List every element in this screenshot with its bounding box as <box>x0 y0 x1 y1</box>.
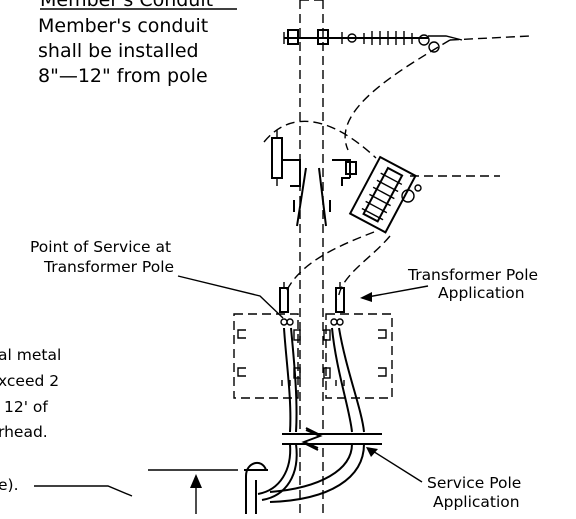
left-note-line-1: al metal <box>0 346 61 364</box>
left-note-leader <box>34 485 133 497</box>
left-note-line-2: xceed 2 <box>0 372 59 390</box>
height-dimension <box>148 469 238 514</box>
left-note-line-3: 12' of <box>4 398 48 416</box>
transformer-right <box>323 282 393 399</box>
crossarm-braces <box>293 167 331 227</box>
left-cut-note: al metal xceed 2 12' of rhead. e). <box>0 346 133 497</box>
point-of-service-line-2: Transformer Pole <box>43 258 174 276</box>
point-of-service-line-1: Point of Service at <box>30 238 171 256</box>
point-of-service-leader <box>177 275 284 319</box>
conduit-note: Member's Conduit Member's conduit shall … <box>38 0 237 87</box>
left-note-line-4: rhead. <box>0 423 48 441</box>
insulator-clamp <box>287 29 299 45</box>
utility-pole <box>282 0 382 514</box>
point-of-service-label: Point of Service at Transformer Pole <box>30 238 284 319</box>
leader-arrowhead <box>360 292 372 302</box>
transformer-pole-line-1: Transformer Pole <box>407 266 538 284</box>
members-conduit <box>244 461 268 514</box>
crossarm-top <box>283 29 428 45</box>
suspension-insulator <box>363 31 463 53</box>
transformer-pole-leader <box>361 285 429 299</box>
service-pole-line-1: Service Pole <box>427 474 521 492</box>
conduit-note-line-3: 8"—12" from pole <box>38 65 208 87</box>
transformer-pole-line-2: Application <box>438 284 525 302</box>
service-pole-leader <box>367 447 423 483</box>
service-pole-label: Service Pole Application <box>366 447 521 511</box>
leader-arrowhead <box>366 447 378 457</box>
fuse-cutout <box>348 155 422 234</box>
service-conductors <box>257 327 365 503</box>
cutout-bracket <box>271 130 357 187</box>
eye-bolt <box>347 33 357 43</box>
left-note-line-5: e). <box>0 476 19 494</box>
pole-break-symbol <box>282 427 382 451</box>
arrester <box>271 137 283 179</box>
conduit-note-heading: Member's Conduit <box>40 0 213 11</box>
conduit-note-line-2: shall be installed <box>38 40 199 62</box>
service-pole-line-2: Application <box>433 493 520 511</box>
bushing <box>279 287 289 313</box>
transformer-pole-label: Transformer Pole Application <box>360 266 538 302</box>
transformer-left <box>233 282 301 399</box>
conduit-note-line-1: Member's conduit <box>38 15 208 37</box>
drop-conductors <box>263 39 500 301</box>
insulator-clamp <box>317 29 329 45</box>
